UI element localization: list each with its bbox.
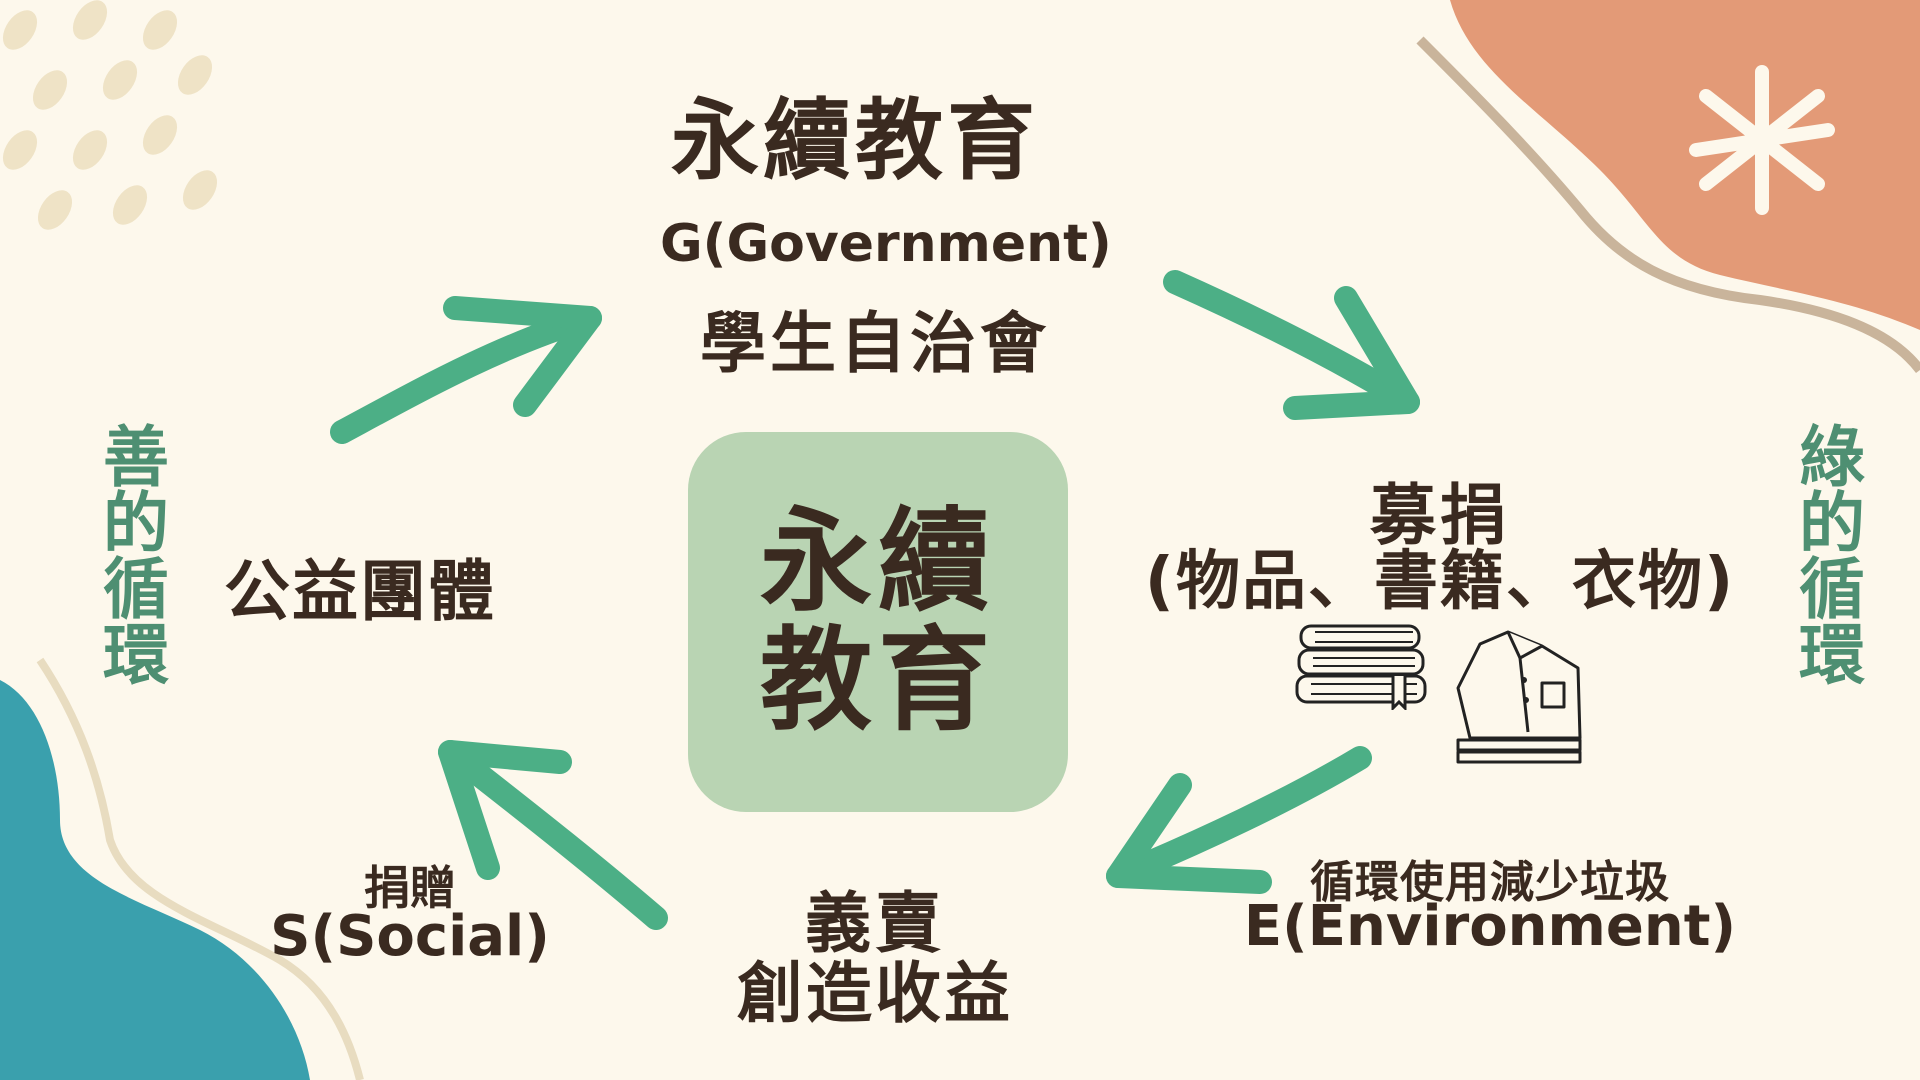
- sparkle-icon: [1689, 65, 1835, 215]
- arrow-to-sale: [1106, 746, 1372, 894]
- arrow-to-ngo: [438, 740, 668, 930]
- government-label-zh: 學生自治會: [700, 305, 1050, 382]
- corner-stroke-tan: [1416, 36, 1920, 374]
- left-vertical-label: 善的循環: [92, 422, 169, 686]
- charity-sale-label: 義賣: [805, 885, 945, 962]
- center-title-line1: 永續: [760, 497, 996, 628]
- page-title: 永續教育: [670, 89, 1039, 192]
- corner-blob-teal: [0, 680, 310, 1080]
- government-label-en: G(Government): [660, 214, 1112, 274]
- charity-sale-revenue-label: 創造收益: [737, 955, 1013, 1032]
- ngo-label: 公益團體: [224, 553, 496, 630]
- corner-stroke-cream: [36, 657, 364, 1080]
- corner-blob-orange: [1450, 0, 1920, 330]
- center-box: 永續 教育: [688, 432, 1068, 812]
- center-title-line2: 教育: [760, 616, 996, 746]
- donation-items-label: (物品、書籍、衣物): [1144, 545, 1736, 619]
- environment-label-en: E(Environment): [1243, 894, 1737, 959]
- arrow-to-donation: [1163, 270, 1420, 420]
- arrow-to-government: [330, 296, 602, 444]
- shirt-icon: [1456, 630, 1582, 764]
- donation-label: 募捐: [1370, 477, 1510, 554]
- books-icon: [1295, 624, 1427, 710]
- social-label-zh: 捐贈: [364, 861, 456, 915]
- social-label-en: S(Social): [270, 904, 550, 969]
- dot-pattern: [2, 0, 218, 230]
- environment-label-zh: 循環使用減少垃圾: [1310, 857, 1670, 908]
- right-vertical-label: 綠的循環: [1788, 422, 1865, 686]
